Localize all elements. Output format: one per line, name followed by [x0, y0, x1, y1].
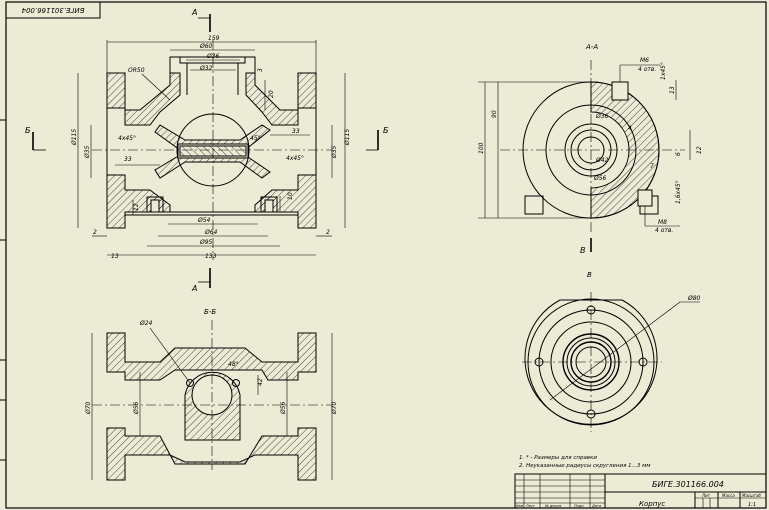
dim-13: 13 — [111, 253, 119, 260]
dim-36-side: Ø36 — [595, 113, 609, 120]
dim-13-side: 13 — [669, 86, 676, 94]
title-designation: БИГЕ.301166.004 — [652, 480, 724, 489]
title-part-name: Корпус — [639, 500, 665, 508]
dim-56-right-bb: Ø56 — [280, 401, 287, 415]
section-bb-texts: Ø24 48° 42 Ø56 Ø56 Ø70 Ø70 — [85, 320, 338, 415]
dim-115-right: Ø115 — [344, 129, 351, 146]
dim-33-right: 33 — [292, 128, 300, 135]
designation-corner-box: БИГЕ.301166.004 — [5, 1, 101, 19]
dim-m8-count: 4 отв. — [655, 227, 673, 234]
dim-1x45: 1х45° — [660, 62, 667, 80]
dim-m6-count: 4 отв. — [638, 66, 656, 73]
dim-m6: М6 — [640, 57, 649, 64]
dim-2-left: 2 — [93, 229, 97, 236]
section-aa-texts: М6 4 отв. 1х45° 90 100 Ø36 Ø42 Ø56 4 7 6… — [478, 57, 703, 234]
section-bb-dims — [91, 327, 333, 480]
dim-80: Ø80 — [687, 295, 701, 302]
dim-20: 20 — [268, 90, 275, 98]
designation-rotated: БИГЕ.301166.004 — [22, 6, 85, 14]
dim-64: Ø64 — [204, 229, 218, 236]
dim-42-bb: 42 — [257, 378, 264, 386]
section-marker-letters: А А Б Б В — [25, 8, 586, 293]
dim-7-side: 7 — [650, 163, 654, 170]
section-aa-dims — [478, 64, 691, 227]
dim-42-side: Ø42 — [595, 157, 609, 164]
dim-r50: ОR50 — [128, 67, 145, 74]
front-dimension-lines — [77, 40, 346, 256]
dim-115-left: Ø115 — [71, 129, 78, 146]
dim-56-left-bb: Ø56 — [133, 401, 140, 415]
dim-6-side: 6 — [675, 152, 682, 156]
dim-33-left: 33 — [124, 156, 132, 163]
massa-label: Масса — [722, 493, 735, 498]
dim-35-left: Ø35 — [84, 145, 91, 159]
col-izm: Изм — [516, 504, 523, 508]
dim-56-side: Ø56 — [593, 175, 607, 182]
dim-m8: М8 — [658, 219, 667, 226]
section-markers — [32, 14, 592, 288]
technical-notes: 1. * - Размеры для справки 2. Неуказанны… — [519, 455, 650, 469]
col-list: Лист — [525, 504, 536, 508]
dim-70-left-bb: Ø70 — [85, 401, 92, 415]
col-data: Дата — [591, 504, 601, 508]
col-podp: Подп. — [574, 504, 585, 508]
dim-2-right: 2 — [326, 229, 330, 236]
masshtab-label: Масштаб — [742, 493, 762, 498]
dim-4x45-right: 4х45° — [286, 155, 304, 162]
note-2: 2. Неуказанные радиусы скругления 1...3 … — [519, 463, 650, 469]
dim-133: 133 — [205, 253, 217, 260]
dim-90: 90 — [491, 110, 498, 118]
dim-60: Ø60 — [199, 43, 213, 50]
front-section-view — [92, 40, 332, 260]
dim-36: Ø36 — [206, 53, 220, 60]
dim-45deg: 45° — [250, 135, 261, 142]
dim-12-side: 12 — [696, 146, 703, 154]
dim-100: 100 — [478, 142, 485, 154]
lit-label: Лит — [701, 493, 711, 498]
marker-b-left: Б — [25, 126, 31, 135]
title-block — [514, 473, 767, 509]
marker-b-right: Б — [383, 126, 389, 135]
dim-1-6x45: 1,6х45° — [675, 180, 682, 204]
dim-95: Ø95 — [199, 239, 213, 246]
section-bb-title: Б-Б — [204, 308, 216, 316]
dim-32: Ø32 — [199, 65, 213, 72]
marker-a-bottom: А — [191, 284, 197, 293]
col-doc: № докум. — [544, 504, 562, 508]
drawing-frame — [5, 1, 767, 509]
dim-54: Ø54 — [197, 217, 211, 224]
dim-12: 12 — [133, 203, 140, 211]
section-bb-view — [92, 320, 332, 481]
marker-a-top: А — [191, 8, 197, 17]
front-dimension-texts: 159 Ø60 Ø36 Ø32 ОR50 3 20 4х45° 33 33 4х… — [71, 35, 351, 260]
title-block-texts: БИГЕ.301166.004 Корпус Изм Лист № докум.… — [516, 480, 762, 508]
dim-48deg: 48° — [228, 361, 239, 368]
dim-10: 10 — [287, 192, 294, 200]
dim-4-side: 4 — [628, 125, 632, 132]
note-1: 1. * - Размеры для справки — [519, 455, 597, 461]
view-v-title: В — [587, 271, 592, 279]
scale-value: 1:1 — [748, 502, 756, 508]
dim-70-right-bb: Ø70 — [331, 401, 338, 415]
dim-24: Ø24 — [139, 320, 153, 327]
dim-4x45-left: 4х45° — [118, 135, 136, 142]
dim-35-right: Ø35 — [331, 145, 338, 159]
dim-3: 3 — [257, 68, 264, 72]
dim-159: 159 — [208, 35, 220, 42]
view-v — [522, 292, 700, 432]
marker-v: В — [580, 246, 586, 255]
section-aa-title: А-А — [585, 43, 598, 51]
